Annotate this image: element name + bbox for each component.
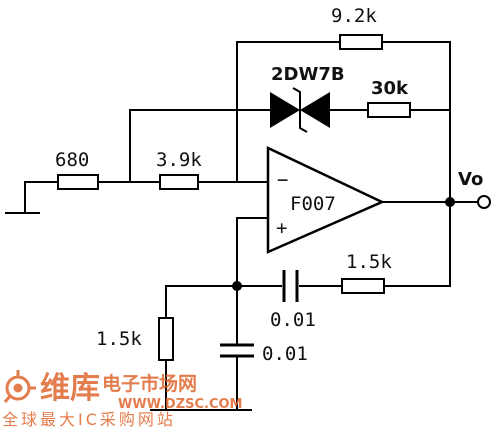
watermark-logo [3,370,36,403]
resistor-3-9k [159,174,199,190]
label-cap-bottom: 0.01 [262,343,308,365]
wire-to-1-5k-vertical [165,285,237,318]
capacitor-top [282,270,299,302]
input-wire [24,181,58,213]
resistor-680 [57,174,99,190]
label-3-9k: 3.9k [156,149,202,171]
watermark: 维库 电子市场网 WWW.DZSC.COM 全球最大IC采购网站 [2,370,242,429]
label-opamp: F007 [290,193,336,215]
label-opamp-plus: + [276,217,287,239]
opamp-triangle [266,146,386,254]
wire-top-left [236,41,340,182]
label-1-5k-bottom: 1.5k [96,328,142,350]
label-output: Vo [458,169,483,190]
label-680: 680 [55,149,89,171]
wire-plus-input [236,217,268,345]
resistor-1-5k-top [341,278,385,294]
junction-output [445,197,455,207]
resistor-9-2k [339,34,383,50]
junctions [232,197,455,291]
resistor-30k [367,102,411,118]
watermark-url: WWW.DZSC.COM [118,397,242,412]
label-1-5k-top: 1.5k [346,251,392,273]
label-30k: 30k [371,78,409,99]
capacitor-bottom [220,343,254,358]
watermark-slogan: 全球最大IC采购网站 [2,410,176,429]
label-9-2k: 9.2k [331,5,377,27]
junction-plus [232,281,242,291]
resistor-1-5k-bottom [158,317,174,361]
wires [5,41,478,411]
label-cap-top: 0.01 [270,309,316,331]
watermark-brand: 维库 [40,371,100,406]
wire-to-zener [129,109,270,182]
wire-1-5k-to-output [384,262,451,287]
output-terminal [477,195,491,209]
zener-diode [270,87,330,133]
wire-top-right [382,41,451,262]
label-zener: 2DW7B [271,64,345,85]
watermark-brand-suffix: 电子市场网 [102,372,197,395]
label-opamp-minus: − [277,169,288,191]
